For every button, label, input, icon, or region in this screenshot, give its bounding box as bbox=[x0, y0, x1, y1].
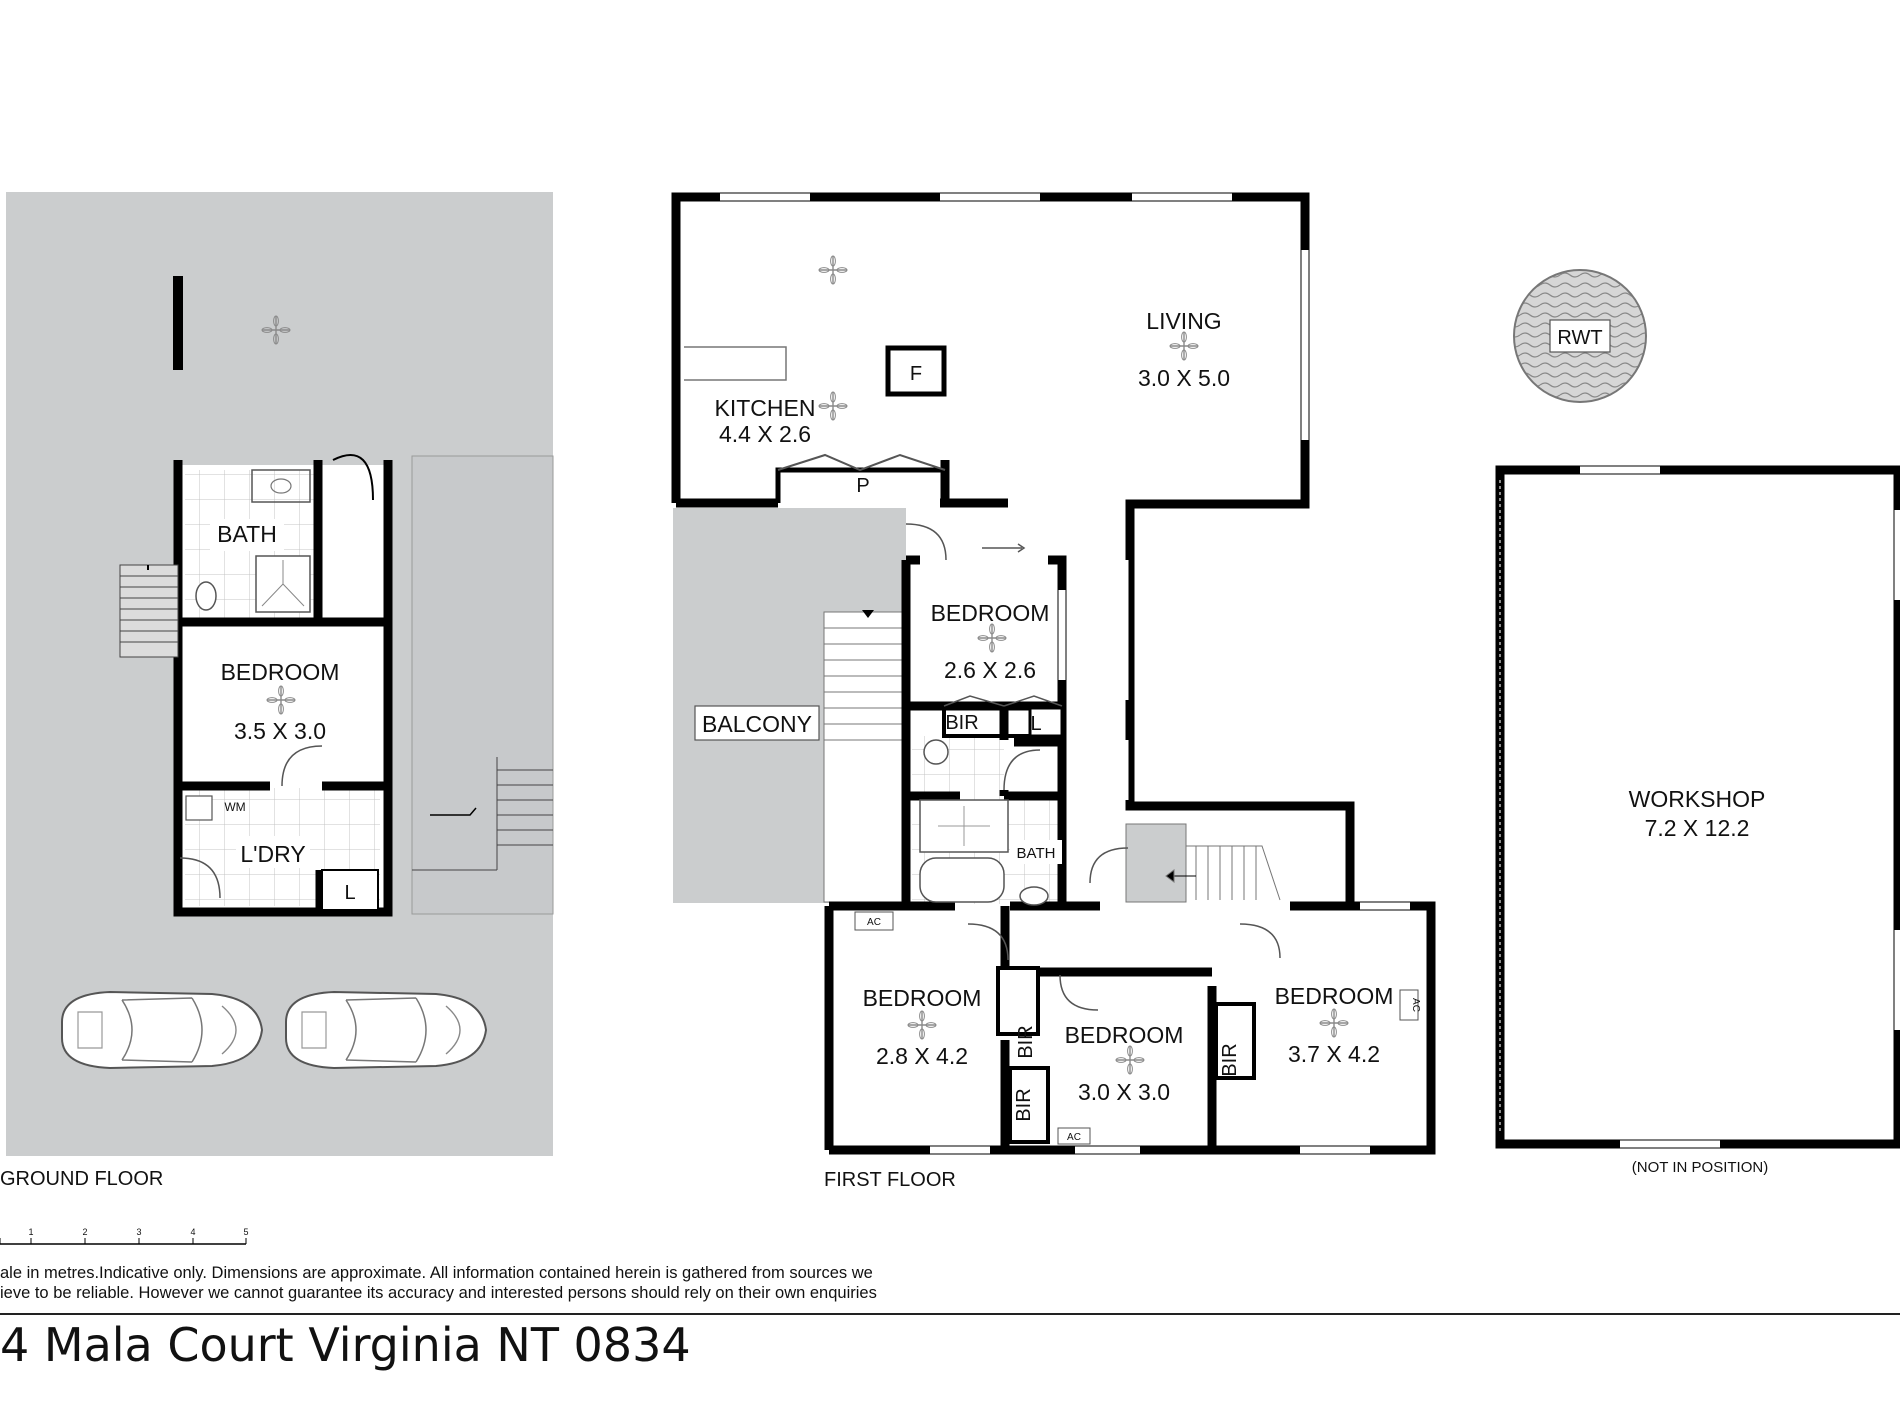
linen-cupboard bbox=[321, 869, 379, 911]
pantry-label: P bbox=[856, 475, 869, 497]
balcony-label: BALCONY bbox=[702, 711, 812, 737]
bedroom-middle-label: BEDROOM bbox=[1065, 1022, 1184, 1048]
bath-label: BATH bbox=[217, 521, 277, 547]
balcony-stair-treads bbox=[824, 627, 906, 741]
bedroom-small-label: BEDROOM bbox=[931, 600, 1050, 626]
disclaimer: ale in metres.Indicative only. Dimension… bbox=[0, 1263, 877, 1303]
bedroom-left-size: 2.8 X 4.2 bbox=[876, 1043, 968, 1069]
bedroom-left-label: BEDROOM bbox=[863, 985, 982, 1011]
divider bbox=[0, 1313, 1900, 1315]
ground-floor-labels: BATH BEDROOM 3.5 X 3.0 L'DRY WM L GROUND… bbox=[0, 519, 356, 1190]
toilet-icon bbox=[195, 581, 217, 611]
ac-unit bbox=[1399, 989, 1419, 1021]
bathtub-icon bbox=[919, 857, 1005, 903]
ground-stairs bbox=[119, 564, 179, 658]
door-swing bbox=[179, 857, 221, 899]
balcony-stairs bbox=[823, 611, 907, 903]
ceiling-fan-icon bbox=[818, 391, 848, 421]
bedroom-right-label: BEDROOM bbox=[1275, 983, 1394, 1009]
bir-label: BIR bbox=[1013, 1088, 1035, 1121]
ceiling-fan-icon bbox=[977, 623, 1007, 653]
basin-icon bbox=[1019, 886, 1049, 906]
ceiling-fan-icon bbox=[1115, 1045, 1145, 1075]
ceiling-fan-icon bbox=[818, 255, 848, 285]
door-swing bbox=[332, 454, 374, 501]
first-floor-title: FIRST FLOOR bbox=[824, 1169, 956, 1191]
scale-tick: 2 bbox=[82, 1227, 87, 1237]
bedroom-middle-size: 3.0 X 3.0 bbox=[1078, 1079, 1170, 1105]
wall-segment bbox=[173, 276, 183, 370]
fridge-label: F bbox=[910, 363, 922, 385]
kitchen-size: 4.4 X 2.6 bbox=[719, 421, 811, 447]
bir-label: BIR bbox=[1015, 1025, 1037, 1058]
living-size: 3.0 X 5.0 bbox=[1138, 365, 1230, 391]
laundry-label: L'DRY bbox=[240, 841, 305, 867]
door-swing bbox=[1003, 749, 1041, 791]
workshop-size: 7.2 X 12.2 bbox=[1645, 815, 1750, 841]
bedroom-right-size: 3.7 X 4.2 bbox=[1288, 1041, 1380, 1067]
robe bbox=[1008, 1066, 1050, 1144]
bir-label: BIR bbox=[1219, 1043, 1241, 1076]
workshop-note: (NOT IN POSITION) bbox=[1632, 1159, 1768, 1176]
scale-tick: 5 bbox=[243, 1227, 248, 1237]
car-icon bbox=[285, 991, 487, 1069]
disclaimer-line-2: ieve to be reliable. However we cannot g… bbox=[0, 1284, 877, 1302]
door-swing bbox=[1059, 974, 1099, 1011]
ac-label: AC bbox=[867, 917, 881, 928]
rear-stairs bbox=[1165, 845, 1281, 901]
disclaimer-line-1: ale in metres.Indicative only. Dimension… bbox=[0, 1264, 873, 1282]
outbuilding-labels: RWT WORKSHOP 7.2 X 12.2 (NOT IN POSITION… bbox=[1557, 327, 1768, 1176]
ground-stairs-2 bbox=[412, 757, 553, 871]
ground-walls bbox=[173, 460, 393, 917]
workshop-label: WORKSHOP bbox=[1629, 786, 1766, 812]
fridge-space bbox=[885, 345, 947, 397]
washing-machine-label: WM bbox=[224, 800, 245, 814]
first-floor-labels: LIVING 3.0 X 5.0 KITCHEN 4.4 X 2.6 F P B… bbox=[694, 308, 1421, 1191]
kitchen-bench bbox=[684, 346, 787, 381]
car-icon bbox=[61, 991, 263, 1069]
robe bbox=[1214, 1002, 1256, 1080]
living-label: LIVING bbox=[1146, 308, 1221, 334]
bedroom-label: BEDROOM bbox=[221, 659, 340, 685]
bir-label: BIR bbox=[945, 712, 978, 734]
ceiling-fan-icon bbox=[907, 1010, 937, 1040]
ground-floor-title: GROUND FLOOR bbox=[0, 1168, 163, 1190]
bath-label: BATH bbox=[1017, 845, 1056, 862]
door-swing bbox=[281, 745, 323, 787]
linen-label: L bbox=[1030, 713, 1041, 735]
sink-icon bbox=[185, 795, 213, 821]
door-swing bbox=[905, 523, 947, 561]
door-swing bbox=[1089, 847, 1129, 884]
ac-label: AC bbox=[1067, 1132, 1081, 1143]
door-swing bbox=[967, 923, 1009, 961]
property-address: 4 Mala Court Virginia NT 0834 bbox=[0, 1318, 691, 1372]
ac-unit bbox=[1057, 1127, 1091, 1145]
bedroom-size: 3.5 X 3.0 bbox=[234, 718, 326, 744]
stair-landing bbox=[1125, 823, 1187, 903]
first-floor bbox=[266, 192, 1436, 1155]
ac-label: AC bbox=[1410, 998, 1421, 1012]
ceiling-fan-icon bbox=[1319, 1008, 1349, 1038]
tank-label: RWT bbox=[1557, 327, 1602, 349]
kitchen-label: KITCHEN bbox=[715, 395, 816, 421]
scale-bar: 1 2 3 4 5 bbox=[0, 1227, 249, 1245]
stair-landing bbox=[411, 455, 554, 915]
scale-tick: 3 bbox=[136, 1227, 141, 1237]
linen-label: L bbox=[344, 882, 355, 904]
outbuildings bbox=[1495, 269, 1900, 1149]
toilet-icon bbox=[923, 739, 949, 765]
scale-tick: 4 bbox=[190, 1227, 195, 1237]
bedroom-small-size: 2.6 X 2.6 bbox=[944, 657, 1036, 683]
vanity-icon bbox=[251, 469, 311, 503]
ceiling-fan-icon bbox=[1169, 331, 1199, 361]
robe bbox=[996, 966, 1040, 1036]
scale-tick: 1 bbox=[28, 1227, 33, 1237]
ground-floor bbox=[6, 192, 554, 1156]
ac-unit bbox=[854, 911, 894, 931]
linen-cupboard bbox=[1028, 706, 1064, 738]
door-swing bbox=[1239, 923, 1281, 959]
